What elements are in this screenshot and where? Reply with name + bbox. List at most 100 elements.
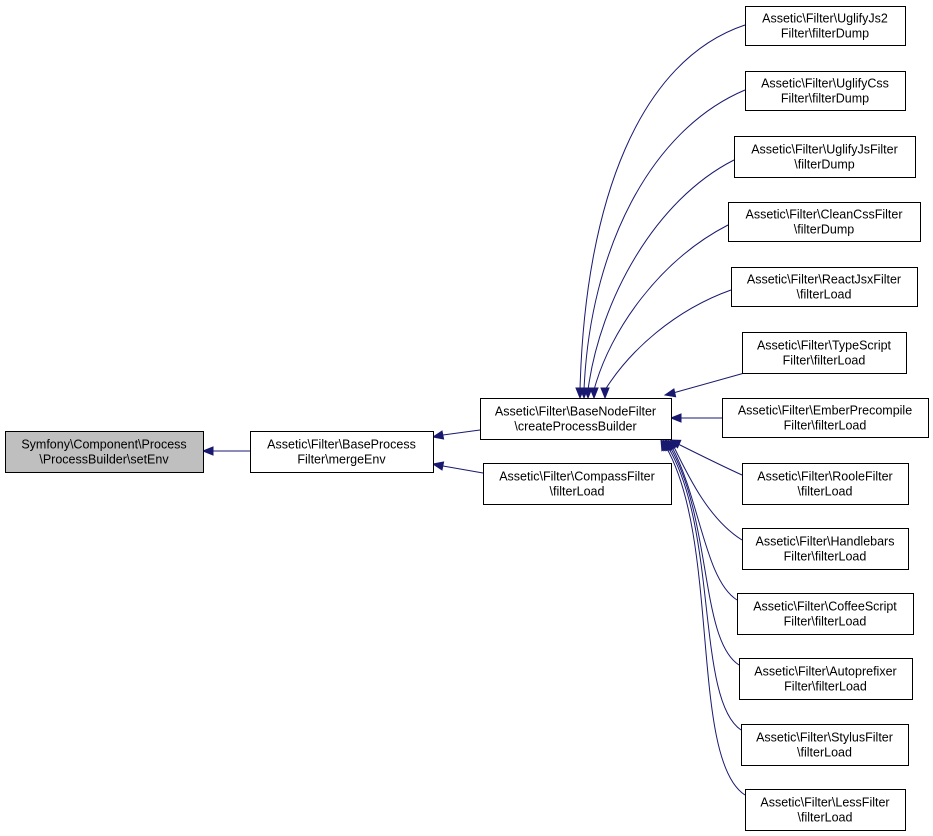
node-label-line: Assetic\Filter\BaseProcess: [267, 438, 416, 452]
node-label-line: Filter\filterDump: [781, 27, 869, 41]
node-label-line: Assetic\Filter\ReactJsxFilter: [747, 273, 901, 287]
edge-line: [593, 224, 729, 391]
edge-arrowhead: [431, 430, 445, 440]
edge-line: [604, 289, 732, 391]
node-setEnv[interactable]: Symfony\Component\Process\ProcessBuilder…: [5, 431, 204, 473]
node-lessLoad[interactable]: Assetic\Filter\LessFilter\filterLoad: [745, 789, 906, 831]
node-label-line: Filter\filterLoad: [784, 419, 867, 433]
node-label-line: \filterLoad: [798, 811, 853, 825]
edge-uglifyCssDump-to-createProcessBuilder: [579, 89, 746, 400]
node-label-line: Assetic\Filter\RooleFilter: [757, 470, 892, 484]
node-box[interactable]: [728, 202, 921, 242]
node-label-line: Assetic\Filter\CleanCssFilter: [746, 208, 903, 222]
edge-arrowhead: [201, 446, 214, 456]
node-box[interactable]: [483, 463, 672, 505]
node-mergeEnv[interactable]: Assetic\Filter\BaseProcessFilter\mergeEn…: [250, 431, 434, 473]
node-label-line: Assetic\Filter\CompassFilter: [499, 470, 655, 484]
edge-line: [671, 446, 738, 601]
edge-arrowhead: [589, 387, 599, 400]
edge-line: [665, 446, 746, 796]
node-box[interactable]: [742, 528, 909, 570]
node-box[interactable]: [731, 267, 918, 307]
node-compassLoad[interactable]: Assetic\Filter\CompassFilter\filterLoad: [483, 463, 672, 505]
edge-autoprefixerLoad-to-createProcessBuilder: [664, 438, 740, 666]
node-box[interactable]: [745, 789, 906, 831]
node-label-line: Assetic\Filter\TypeScript: [757, 339, 892, 353]
edge-arrowhead: [431, 461, 445, 471]
node-autoprefixerLoad[interactable]: Assetic\Filter\AutoprefixerFilter\filter…: [739, 658, 913, 700]
node-box[interactable]: [734, 136, 916, 178]
edge-line: [673, 446, 743, 541]
node-cleanCssDump[interactable]: Assetic\Filter\CleanCssFilter\filterDump: [728, 202, 921, 242]
edge-typeScriptLoad-to-createProcessBuilder: [663, 371, 749, 398]
node-handlebarsLoad[interactable]: Assetic\Filter\HandlebarsFilter\filterLo…: [742, 528, 909, 570]
edge-arrowhead: [660, 438, 670, 452]
node-label-line: Assetic\Filter\UglifyJsFilter: [751, 143, 898, 157]
nodes-layer: Symfony\Component\Process\ProcessBuilder…: [5, 6, 929, 831]
edge-arrowhead: [663, 388, 677, 398]
node-coffeeLoad[interactable]: Assetic\Filter\CoffeeScriptFilter\filter…: [737, 593, 914, 635]
edge-uglifyJs2Dump-to-createProcessBuilder: [575, 24, 746, 400]
node-label-line: Filter\filterLoad: [784, 680, 867, 694]
edge-arrowhead: [583, 387, 593, 400]
node-label-line: \filterLoad: [798, 485, 853, 499]
edge-arrowhead: [600, 387, 610, 400]
node-label-line: Assetic\Filter\Autoprefixer: [754, 665, 896, 679]
node-label-line: \createProcessBuilder: [514, 420, 636, 434]
node-label-line: \filterLoad: [797, 746, 852, 760]
node-label-line: Assetic\Filter\UglifyJs2: [762, 12, 888, 26]
node-createProcessBuilder[interactable]: Assetic\Filter\BaseNodeFilter\createProc…: [480, 398, 672, 440]
node-typeScriptLoad[interactable]: Assetic\Filter\TypeScriptFilter\filterLo…: [742, 332, 907, 374]
edge-compassLoad-to-mergeEnv: [431, 461, 484, 474]
node-label-line: Symfony\Component\Process: [21, 438, 186, 452]
node-label-line: Assetic\Filter\EmberPrecompile: [738, 404, 912, 418]
node-box[interactable]: [745, 71, 906, 111]
edge-cleanCssDump-to-createProcessBuilder: [589, 224, 729, 400]
node-label-line: Filter\filterLoad: [784, 550, 867, 564]
node-label-line: Filter\filterLoad: [784, 615, 867, 629]
node-reactJsxLoad[interactable]: Assetic\Filter\ReactJsxFilter\filterLoad: [731, 267, 918, 307]
node-box[interactable]: [742, 463, 909, 505]
node-label-line: Assetic\Filter\BaseNodeFilter: [495, 405, 656, 419]
node-label-line: \filterLoad: [550, 485, 605, 499]
node-box[interactable]: [745, 6, 906, 46]
node-emberLoad[interactable]: Assetic\Filter\EmberPrecompileFilter\fil…: [722, 398, 929, 438]
edge-lessLoad-to-createProcessBuilder: [660, 438, 746, 796]
edge-handlebarsLoad-to-createProcessBuilder: [667, 438, 743, 541]
node-label-line: Filter\mergeEnv: [297, 453, 386, 467]
node-label-line: \filterLoad: [797, 288, 852, 302]
node-stylusLoad[interactable]: Assetic\Filter\StylusFilter\filterLoad: [741, 724, 909, 766]
edge-reactJsxLoad-to-createProcessBuilder: [600, 289, 732, 400]
edge-line: [442, 429, 481, 436]
node-label-line: \filterDump: [794, 158, 854, 172]
node-rooleLoad[interactable]: Assetic\Filter\RooleFilter\filterLoad: [742, 463, 909, 505]
node-uglifyCssDump[interactable]: Assetic\Filter\UglifyCssFilter\filterDum…: [745, 71, 906, 111]
edge-uglifyJsDump-to-createProcessBuilder: [583, 159, 735, 400]
node-label-line: Assetic\Filter\LessFilter: [760, 796, 889, 810]
node-label-line: Filter\filterDump: [781, 92, 869, 106]
node-label-line: Filter\filterLoad: [783, 354, 866, 368]
node-box[interactable]: [737, 593, 914, 635]
edge-mergeEnv-to-setEnv: [201, 446, 250, 456]
edges-layer: [201, 24, 749, 796]
edge-emberLoad-to-createProcessBuilder: [669, 413, 722, 423]
node-box[interactable]: [480, 398, 672, 440]
node-box[interactable]: [742, 332, 907, 374]
node-label-line: Assetic\Filter\UglifyCss: [761, 77, 889, 91]
edge-line: [669, 446, 740, 666]
node-label-line: Assetic\Filter\CoffeeScript: [753, 600, 897, 614]
edge-line: [667, 446, 742, 731]
node-uglifyJsDump[interactable]: Assetic\Filter\UglifyJsFilter\filterDump: [734, 136, 916, 178]
node-box[interactable]: [722, 398, 929, 438]
node-label-line: Assetic\Filter\Handlebars: [756, 535, 895, 549]
node-box[interactable]: [250, 431, 434, 473]
node-box[interactable]: [741, 724, 909, 766]
edge-line: [587, 159, 735, 391]
node-label-line: Assetic\Filter\StylusFilter: [756, 731, 893, 745]
edge-line: [677, 443, 743, 476]
node-box[interactable]: [739, 658, 913, 700]
node-box[interactable]: [5, 431, 204, 473]
node-uglifyJs2Dump[interactable]: Assetic\Filter\UglifyJs2Filter\filterDum…: [745, 6, 906, 46]
node-label-line: \filterDump: [794, 223, 854, 237]
